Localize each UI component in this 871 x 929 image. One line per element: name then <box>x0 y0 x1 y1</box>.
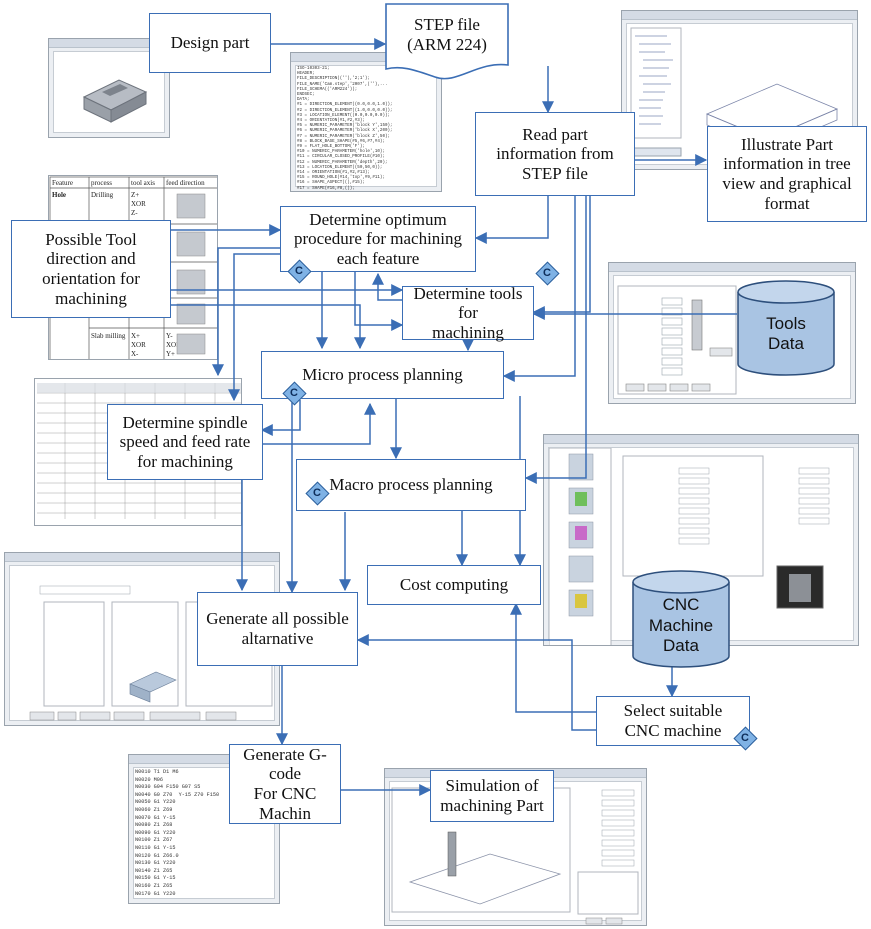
arrow-optimum-to-spindle <box>228 253 280 402</box>
svg-text:XOR: XOR <box>166 341 181 349</box>
svg-text:X+: X+ <box>131 332 140 340</box>
svg-text:process: process <box>91 179 112 187</box>
arrow-read-to-optimum <box>474 196 549 244</box>
arrow-select-to-generate <box>356 634 596 731</box>
micro-planning-label: Micro process planning <box>302 365 463 385</box>
arrow-micro-to-spindle <box>260 400 301 436</box>
read-part-box: Read part information from STEP file <box>475 112 635 196</box>
svg-text:tool axis: tool axis <box>131 179 155 187</box>
design-part-box: Design part <box>149 13 271 73</box>
generate-alternatives-label: Generate all possible altarnative <box>206 609 349 648</box>
gcode-box: Generate G-code For CNC Machin <box>229 744 341 824</box>
illustrate-label: Illustrate Part information in tree view… <box>722 134 852 213</box>
macro-planning-box: Macro process planning <box>296 459 526 511</box>
c-badge-icon: C <box>733 726 758 751</box>
svg-text:feed direction: feed direction <box>166 179 205 187</box>
svg-text:XOR: XOR <box>131 341 146 349</box>
tool-direction-box: Possible Tool direction and orientation … <box>11 220 171 318</box>
spindle-speed-label: Determine spindle speed and feed rate fo… <box>119 412 251 471</box>
c-badge-icon: C <box>535 261 560 286</box>
svg-text:Slab milling: Slab milling <box>91 332 126 340</box>
select-cnc-box: Select suitable CNC machine <box>596 696 750 746</box>
tools-data-label: Tools Data <box>766 313 806 353</box>
svg-text:Y-: Y- <box>166 332 173 340</box>
step-file-label: STEP file (ARM 224) <box>407 15 487 54</box>
optimum-procedure-box: Determine optimum procedure for machinin… <box>280 206 476 272</box>
determine-tools-box: Determine tools for machining <box>402 283 534 342</box>
step-notepad-screenshot: ISO-10303-21; HEADER; FILE_DESCRIPTION((… <box>290 52 442 192</box>
arrow-read-to-macro <box>524 196 587 484</box>
svg-text:X-: X- <box>131 350 139 358</box>
svg-text:Z+: Z+ <box>131 191 139 199</box>
arrow-optimum-to-tools <box>354 270 404 331</box>
c-badge-icon: C <box>305 481 330 506</box>
tool-direction-label: Possible Tool direction and orientation … <box>42 229 140 308</box>
svg-text:Y+: Y+ <box>166 350 175 358</box>
svg-text:Feature: Feature <box>52 179 73 187</box>
arrow-read-to-tools <box>532 196 591 318</box>
step-file-box: STEP file (ARM 224) <box>385 6 509 64</box>
arrow-optimum-to-tooltable <box>212 247 280 377</box>
gcode-label: Generate G-code For CNC Machin <box>243 744 327 823</box>
svg-text:Drilling: Drilling <box>91 191 114 199</box>
optimum-procedure-label: Determine optimum procedure for machinin… <box>293 209 463 268</box>
generate-alternatives-box: Generate all possible altarnative <box>197 592 358 666</box>
arrow-select-to-cost <box>510 602 596 713</box>
select-cnc-label: Select suitable CNC machine <box>623 701 723 740</box>
design-part-label: Design part <box>170 33 250 53</box>
simulation-label: Simulation of machining Part <box>440 776 544 815</box>
cnc-data-cylinder <box>632 570 730 668</box>
simulation-box: Simulation of machining Part <box>430 770 554 822</box>
svg-text:XOR: XOR <box>131 200 146 208</box>
arrow-read-to-micro <box>502 196 576 382</box>
svg-text:Hole: Hole <box>52 191 66 199</box>
c-badge-icon: C <box>287 259 312 284</box>
step-file-document-shape <box>385 3 509 80</box>
illustrate-box: Illustrate Part information in tree view… <box>707 126 867 222</box>
spindle-speed-box: Determine spindle speed and feed rate fo… <box>107 404 263 480</box>
svg-text:Z-: Z- <box>131 209 138 217</box>
determine-tools-label: Determine tools for machining <box>413 283 523 342</box>
arrow-tools-to-optimum <box>372 272 402 301</box>
cost-computing-label: Cost computing <box>399 575 509 595</box>
arrow-spindle-to-micro <box>262 402 376 445</box>
tools-data-cylinder <box>737 280 835 376</box>
macro-planning-label: Macro process planning <box>329 475 493 495</box>
cnc-data-label: CNC Machine Data <box>648 595 714 656</box>
read-part-label: Read part information from STEP file <box>496 124 614 183</box>
cost-computing-box: Cost computing <box>367 565 541 605</box>
arrow-tooldir-to-micro <box>170 304 366 350</box>
c-badge-icon: C <box>282 381 307 406</box>
gcode-notepad-screenshot: N0010 T1 D1 M6 N0020 M06 N0030 G94 F150 … <box>128 754 280 904</box>
